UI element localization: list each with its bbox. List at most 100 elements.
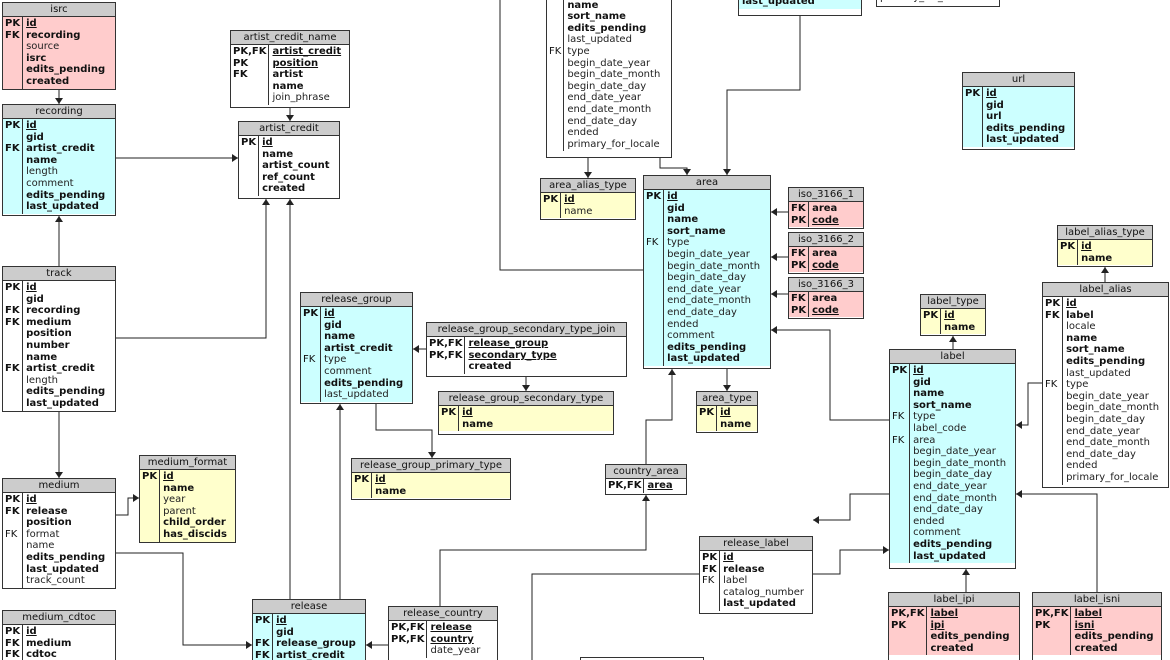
field-name: end_date_month: [913, 492, 997, 504]
field-name: type: [567, 45, 590, 57]
field-name: ref_count: [262, 171, 315, 183]
table-top-cyan-fragment[interactable]: last_updated: [738, 0, 862, 16]
field-name: edits_pending: [1066, 355, 1146, 367]
field-name: name: [567, 0, 599, 11]
field-name: edits_pending: [913, 538, 993, 550]
table-area-alias[interactable]: FKlocalenamesort_nameedits_pendinglast_u…: [546, 0, 672, 158]
key-marker: FK: [255, 638, 270, 650]
key-marker: PK: [702, 552, 718, 563]
key-column: PK: [239, 136, 260, 196]
key-marker: [891, 643, 924, 655]
arrow-head-icon: [771, 208, 777, 216]
field-name: edits_pending: [567, 22, 647, 34]
key-marker: [1045, 449, 1060, 461]
table-bottom-fragment[interactable]: [580, 657, 704, 660]
field-name: area: [812, 248, 838, 259]
key-marker: [5, 294, 20, 306]
field-name: comment: [324, 365, 372, 377]
key-marker: [646, 295, 661, 307]
key-marker: [549, 34, 561, 46]
field-name: sort_name: [913, 399, 972, 411]
key-marker: PK,FK: [891, 608, 925, 619]
key-marker: [1045, 402, 1060, 414]
key-marker: [1060, 253, 1075, 265]
arrow-head-icon: [949, 336, 957, 342]
key-marker: [702, 598, 717, 610]
key-marker: [646, 342, 661, 354]
field-name: last_updated: [1066, 367, 1131, 379]
key-marker: PK: [5, 494, 21, 505]
field-name: track_count: [26, 575, 85, 587]
relationship-line: [116, 552, 252, 646]
key-marker: [303, 389, 318, 401]
field-name: artist_credit: [276, 649, 345, 660]
arrow-head-icon: [771, 326, 777, 334]
relationship-line: [726, 16, 801, 175]
key-marker: [891, 631, 924, 643]
table-top-white-fragment[interactable]: primary_for_locale: [876, 0, 1000, 7]
field-name: name: [272, 80, 304, 92]
relationship-line: [116, 199, 267, 339]
table-title: area: [644, 176, 770, 190]
field-name: gid: [26, 131, 44, 143]
key-marker: PK: [791, 304, 807, 316]
relationship-line: [499, 0, 643, 271]
arrow-head-icon: [883, 546, 889, 554]
field-name: name: [720, 418, 752, 430]
arrow-head-icon: [413, 345, 419, 353]
key-marker: [303, 320, 318, 332]
key-marker: PK: [142, 471, 158, 482]
key-marker: FK: [233, 69, 248, 81]
table-title: label_isni: [1033, 593, 1161, 607]
key-marker: [892, 527, 907, 539]
field-name: begin_date_day: [1066, 413, 1145, 425]
table-title: label_type: [921, 295, 985, 309]
field-name: recording: [26, 29, 81, 41]
key-marker: [5, 132, 20, 144]
table-title: release: [253, 600, 365, 614]
field-name: artist_credit: [26, 143, 95, 155]
key-marker: FK: [5, 505, 20, 517]
key-marker: [892, 481, 907, 493]
key-marker: PK: [354, 474, 370, 485]
key-marker: FK: [5, 363, 20, 375]
key-marker: PK,FK: [391, 622, 425, 633]
